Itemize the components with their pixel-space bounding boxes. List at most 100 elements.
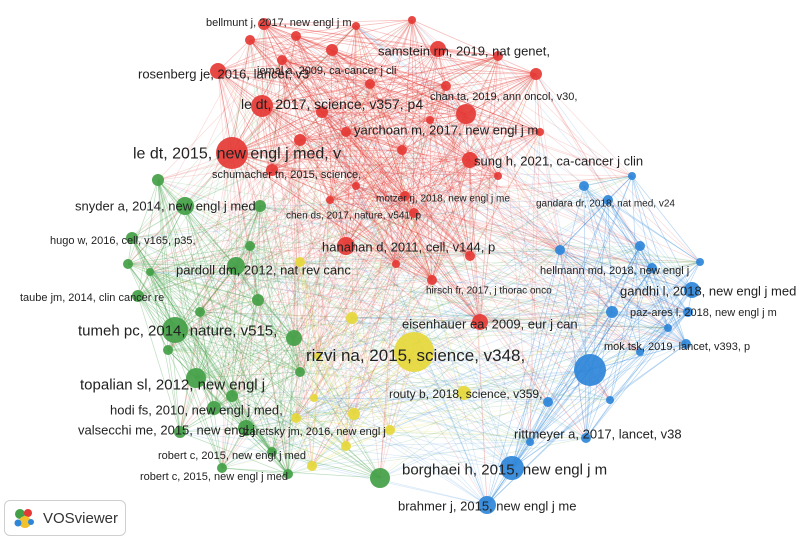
node[interactable] (277, 55, 287, 65)
node-borghaei[interactable] (500, 456, 524, 480)
node-rittmeyer[interactable] (574, 354, 606, 386)
node[interactable] (291, 31, 301, 41)
node-label-valsecchi[interactable]: valsecchi me, 2015, new engl j (78, 423, 255, 438)
node[interactable] (123, 259, 133, 269)
node-zaretsky[interactable] (385, 425, 395, 435)
node-label-hugo[interactable]: hugo w, 2016, cell, v165, p35, (50, 235, 196, 247)
node[interactable] (397, 145, 407, 155)
node[interactable] (696, 258, 704, 266)
node-label-robertc2[interactable]: robert c, 2015, new engl j med (140, 471, 288, 483)
node-label-rizvi[interactable]: rizvi na, 2015, science, v348, (306, 346, 525, 365)
node[interactable] (526, 438, 534, 446)
node-ledt2017[interactable] (251, 95, 273, 117)
node-tumeh[interactable] (162, 317, 188, 343)
node[interactable] (579, 181, 589, 191)
node[interactable] (392, 260, 400, 268)
node-snyder[interactable] (176, 197, 194, 215)
node-hellmann[interactable] (647, 263, 657, 273)
node-label-moktsk[interactable]: mok tsk, 2019, lancet, v393, p (604, 341, 750, 353)
node-label-taube[interactable]: taube jm, 2014, clin cancer re (20, 292, 164, 304)
node[interactable] (606, 306, 618, 318)
node-label-chanta[interactable]: chan ta, 2019, ann oncol, v30, (430, 91, 577, 103)
node-label-hanahan[interactable]: hanahan d, 2011, cell, v144, p (322, 240, 495, 255)
node-label-rosenberg[interactable]: rosenberg je, 2016, lancet, v3 (138, 67, 309, 82)
node[interactable] (310, 394, 318, 402)
node[interactable] (295, 257, 305, 267)
node-label-gandhi[interactable]: gandhi l, 2018, new engl j med (620, 284, 796, 299)
node[interactable] (581, 433, 591, 443)
node-chanta[interactable] (530, 68, 542, 80)
node-label-ledt2017[interactable]: le dt, 2017, science, v357, p4 (241, 96, 423, 112)
node-label-robertc1[interactable]: robert c, 2015, new engl j med (158, 450, 306, 462)
node-label-topalian[interactable]: topalian sl, 2012, new engl j (80, 376, 265, 393)
node[interactable] (316, 106, 328, 118)
node-label-yarchoan[interactable]: yarchoan m, 2017, new engl j m (354, 123, 538, 138)
node[interactable] (307, 461, 317, 471)
node-rizvi[interactable] (394, 332, 434, 372)
node-brahmer[interactable] (478, 496, 496, 514)
node-pazares[interactable] (683, 307, 693, 317)
node[interactable] (664, 324, 672, 332)
node-label-hellmann[interactable]: hellmann md, 2018, new engl j (540, 265, 689, 277)
node-label-tumeh[interactable]: tumeh pc, 2014, nature, v515, (78, 322, 277, 339)
node-eisenhauer[interactable] (472, 314, 488, 330)
node[interactable] (543, 397, 553, 407)
node-topalian[interactable] (186, 368, 206, 388)
node[interactable] (163, 345, 173, 355)
node[interactable] (152, 174, 164, 186)
node[interactable] (555, 245, 565, 255)
node-label-bellmunt[interactable]: bellmunt j, 2017, new engl j m (206, 17, 352, 29)
node[interactable] (245, 241, 255, 251)
node[interactable] (226, 390, 238, 402)
node[interactable] (195, 307, 205, 317)
node[interactable] (365, 79, 375, 89)
node[interactable] (636, 348, 644, 356)
node-valsecchi[interactable] (238, 420, 254, 436)
node[interactable] (146, 268, 154, 276)
node-robertc1[interactable] (267, 447, 277, 457)
node-yarchoan[interactable] (456, 104, 476, 124)
node-robertc2[interactable] (283, 469, 293, 479)
node-label-borghaei[interactable]: borghaei h, 2015, new engl j m (402, 461, 607, 478)
node-pardoll[interactable] (227, 257, 245, 275)
node[interactable] (536, 128, 544, 136)
node-hirsch[interactable] (427, 275, 437, 285)
node-chends[interactable] (409, 208, 419, 218)
node-rosenberg[interactable] (210, 63, 226, 79)
node-label-hodi[interactable]: hodi fs, 2010, new engl j med, (110, 403, 283, 418)
node-taube[interactable] (132, 290, 144, 302)
node-label-eisenhauer[interactable]: eisenhauer ea, 2009, eur j can (402, 317, 578, 332)
node-label-routy[interactable]: routy b, 2018, science, v359, (389, 387, 542, 401)
node-label-sung[interactable]: sung h, 2021, ca-cancer j clin (474, 154, 643, 169)
node-label-rittmeyer[interactable]: rittmeyer a, 2017, lancet, v38 (514, 427, 682, 442)
node-label-jemal[interactable]: jemal a, 2009, ca-cancer j cli (256, 65, 396, 77)
node[interactable] (286, 330, 302, 346)
node-label-samstein[interactable]: samstein rm, 2019, nat genet, (378, 44, 550, 59)
node-hugo[interactable] (126, 232, 138, 244)
node-label-brahmer[interactable]: brahmer j, 2015, new engl j me (398, 499, 576, 514)
node-bellmunt[interactable] (258, 18, 270, 30)
node[interactable] (348, 408, 360, 420)
node-label-chends[interactable]: chen ds, 2017, nature, v541, p (286, 211, 422, 222)
node-hanahan[interactable] (337, 237, 355, 255)
node-ledt2015[interactable] (216, 137, 248, 169)
node-label-pazares[interactable]: paz-ares l, 2018, new engl j m (630, 307, 777, 319)
node-moktsk[interactable] (681, 339, 691, 349)
node-motzer[interactable] (400, 191, 410, 201)
node[interactable] (606, 396, 614, 404)
node-schumacher[interactable] (266, 164, 278, 176)
node[interactable] (441, 81, 451, 91)
node[interactable] (352, 182, 360, 190)
node[interactable] (370, 468, 390, 488)
node[interactable] (628, 172, 636, 180)
node-gandhi[interactable] (684, 282, 700, 298)
node[interactable] (291, 413, 301, 423)
node-label-snyder[interactable]: snyder a, 2014, new engl j med (75, 199, 256, 214)
node-label-motzer[interactable]: motzer rj, 2018, new engl j me (376, 194, 510, 205)
node[interactable] (493, 51, 503, 61)
node[interactable] (341, 441, 351, 451)
node-sung[interactable] (462, 152, 478, 168)
node-gandara[interactable] (603, 195, 613, 205)
